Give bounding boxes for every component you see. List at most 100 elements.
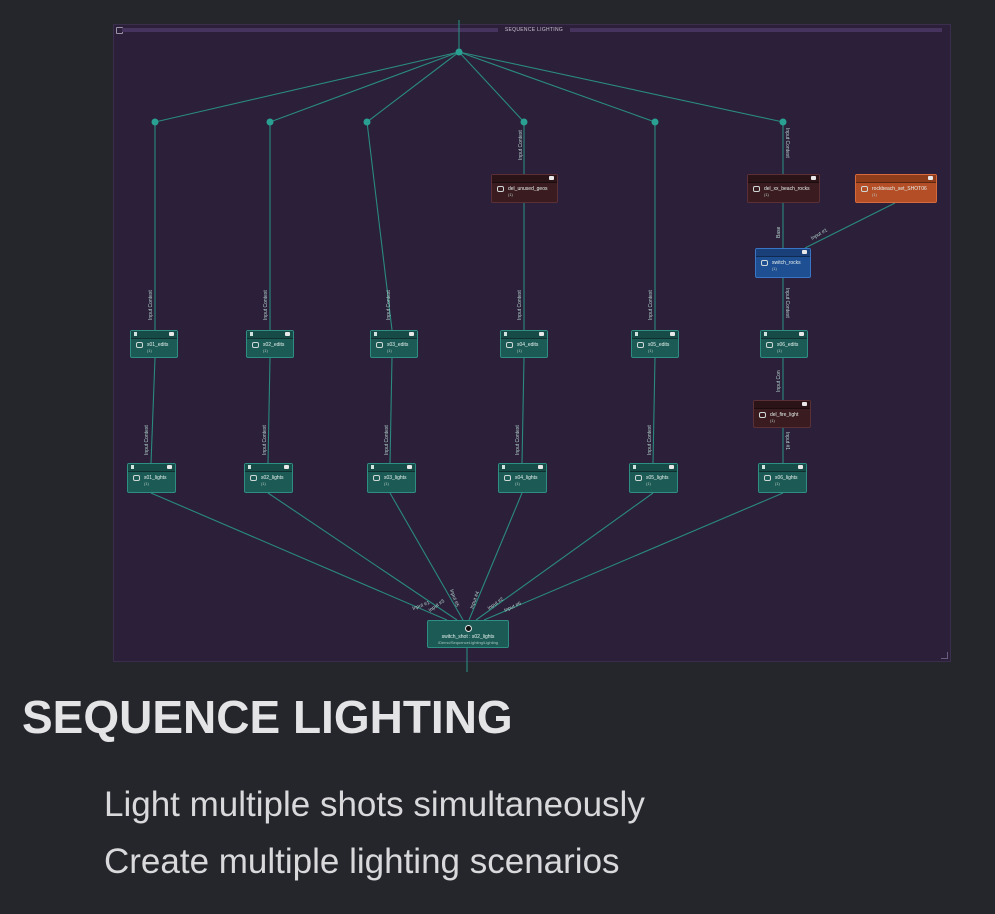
edits-icon (766, 342, 773, 348)
node-label: del_unused_geos (508, 186, 548, 192)
node-header (245, 464, 292, 472)
wire-label: Input Context (648, 290, 654, 320)
delete-geo-icon (753, 186, 760, 192)
wire[interactable] (267, 492, 458, 621)
node-count: (1) (775, 481, 780, 486)
node-label: s06_lights (775, 475, 798, 481)
wire[interactable] (389, 357, 393, 464)
node-count: (1) (772, 266, 777, 271)
node-flag-icon (802, 402, 807, 406)
delete-light-icon (759, 412, 766, 418)
node-count: (1) (387, 348, 392, 353)
dot-node[interactable] (266, 118, 274, 126)
node-s04-lights[interactable]: s04_lights (1) (498, 463, 547, 493)
wire[interactable] (458, 51, 784, 123)
wire[interactable] (366, 121, 393, 331)
wire[interactable] (475, 492, 654, 621)
backdrop-title-bar-right (570, 28, 942, 32)
node-s05-edits[interactable]: s05_edits (1) (631, 330, 679, 358)
wire[interactable] (804, 202, 896, 249)
wire-label: Input #4 (469, 590, 481, 609)
dot-node[interactable] (520, 118, 528, 126)
edits-icon (506, 342, 513, 348)
wire-label: Input #6 (503, 601, 522, 614)
dot-node[interactable] (779, 118, 787, 126)
node-label: s06_edits (777, 342, 799, 348)
node-flag-icon (928, 176, 933, 180)
node-s05-lights[interactable]: s05_lights (1) (629, 463, 678, 493)
dot-group (151, 48, 787, 126)
node-flag-icon (802, 250, 807, 254)
node-s06-lights[interactable]: s06_lights (1) (758, 463, 807, 493)
node-label: s04_edits (517, 342, 539, 348)
wire-label: Input Context (784, 288, 790, 318)
dot-node[interactable] (151, 118, 159, 126)
wire-label: Base (776, 226, 782, 238)
node-count: (1) (872, 192, 877, 197)
node-header (247, 331, 293, 339)
node-s02-edits[interactable]: s02_edits (1) (246, 330, 294, 358)
backdrop-title-bar-left (122, 28, 498, 32)
wire[interactable] (652, 357, 656, 464)
node-count: (1) (147, 348, 152, 353)
wire-label: Input #1 (784, 432, 790, 450)
node-del-unused-geos[interactable]: del_unused_geos (1) (491, 174, 558, 203)
node-s01-lights[interactable]: s01_lights (1) (127, 463, 176, 493)
dot-node[interactable] (651, 118, 659, 126)
node-s03-edits[interactable]: s03_edits (1) (370, 330, 418, 358)
edit-icon (635, 332, 638, 336)
node-s01-edits[interactable]: s01_edits (1) (130, 330, 178, 358)
node-label: s02_edits (263, 342, 285, 348)
wire[interactable] (389, 492, 464, 621)
switch-dial-icon[interactable] (465, 625, 472, 632)
node-count: (1) (144, 481, 149, 486)
dot-node[interactable] (455, 48, 463, 56)
node-switch-rocks[interactable]: switch_rocks (1) (755, 248, 811, 278)
wire[interactable] (150, 492, 448, 621)
wire-label: Input #1 (412, 600, 431, 612)
node-count: (1) (648, 348, 653, 353)
node-rockbeach-set[interactable]: rockbeach_set_SHOT06 (1) (855, 174, 937, 203)
edit-icon (131, 465, 134, 469)
node-count: (1) (777, 348, 782, 353)
backdrop-title: SEQUENCE LIGHTING (504, 27, 564, 33)
edit-icon (762, 465, 765, 469)
wire[interactable] (483, 492, 784, 621)
wire[interactable] (468, 492, 523, 621)
node-s02-lights[interactable]: s02_lights (1) (244, 463, 293, 493)
node-label: switch_rocks (772, 260, 801, 266)
node-header (756, 249, 810, 257)
node-header (371, 331, 417, 339)
node-header (754, 401, 810, 409)
edit-icon (134, 332, 137, 336)
node-label: rockbeach_set_SHOT06 (872, 186, 927, 192)
wire[interactable] (521, 357, 525, 464)
edit-icon (374, 332, 377, 336)
wire[interactable] (458, 51, 656, 123)
wire-label: Input Con (776, 370, 782, 392)
wire-label: Input Context (386, 290, 392, 320)
wire[interactable] (267, 357, 271, 464)
node-del-xx-beach-rocks[interactable]: del_xx_beach_rocks (1) (747, 174, 820, 203)
node-label: s01_edits (147, 342, 169, 348)
resize-handle-icon[interactable] (941, 652, 948, 659)
wire[interactable] (458, 51, 525, 123)
node-label: del_fire_light (770, 412, 799, 418)
wire[interactable] (366, 51, 460, 123)
lights-icon (373, 475, 380, 481)
wire[interactable] (269, 51, 460, 123)
node-s04-edits[interactable]: s04_edits (1) (500, 330, 548, 358)
wire-label: Input #5 (448, 589, 460, 608)
wire[interactable] (154, 51, 460, 123)
node-s03-lights[interactable]: s03_lights (1) (367, 463, 416, 493)
node-del-fire-light[interactable]: del_fire_light (1) (753, 400, 811, 428)
node-header (492, 175, 557, 183)
node-flag-icon (669, 465, 674, 469)
node-s06-edits[interactable]: s06_edits (1) (760, 330, 808, 358)
dot-node[interactable] (363, 118, 371, 126)
node-header (748, 175, 819, 183)
node-switch-shot[interactable]: switch_shot : s02_lights /Demo/SequenceL… (427, 620, 509, 648)
bullet-item: Light multiple shots simultaneously (104, 785, 645, 824)
node-flag-icon (538, 465, 543, 469)
wire[interactable] (150, 357, 156, 464)
